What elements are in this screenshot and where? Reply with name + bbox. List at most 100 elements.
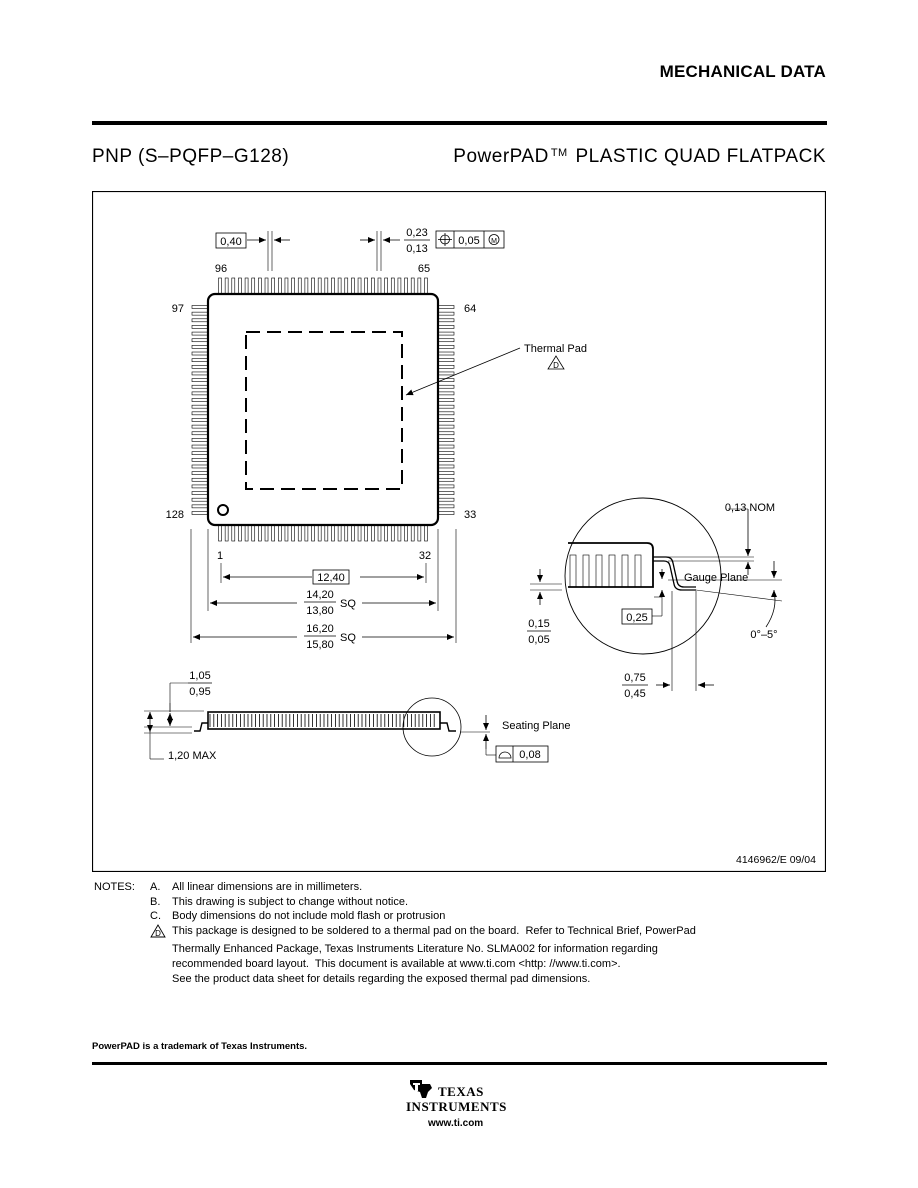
overall-sq: SQ: [340, 632, 356, 644]
lead: [317, 523, 322, 542]
lead: [344, 277, 349, 296]
lead-width-max: 0,23: [406, 227, 427, 239]
package-name-brand: PowerPAD: [453, 146, 549, 167]
lead: [191, 411, 210, 416]
lead: [404, 277, 408, 296]
lead: [304, 523, 309, 542]
pin-128: 128: [166, 509, 184, 521]
lead: [251, 277, 256, 296]
lead: [191, 497, 210, 502]
ti-map-icon: [410, 1080, 432, 1098]
lead: [191, 438, 210, 442]
detail-lead: [582, 554, 590, 588]
note-d-text-3: recommended board layout. This document …: [172, 957, 621, 970]
ti-url[interactable]: www.ti.com: [428, 1118, 484, 1129]
pitch-label: 0,40: [220, 236, 241, 248]
note-a-text: All linear dimensions are in millimeters…: [172, 881, 363, 893]
lead: [436, 358, 455, 362]
lead: [436, 438, 455, 442]
lead: [191, 358, 210, 362]
thermal-pad-label: Thermal Pad: [524, 343, 587, 355]
lead: [231, 523, 236, 542]
lead: [291, 523, 295, 542]
lead: [191, 391, 210, 396]
mechanical-drawing: 0,40 0,23 0,13 0,05 M 96 65 97 64 128 33…: [92, 191, 826, 872]
note-c-letter: C.: [150, 910, 161, 923]
section-header: MECHANICAL DATA: [659, 62, 826, 81]
lead: [311, 523, 315, 542]
pin-33: 33: [464, 509, 476, 521]
thermal-pad-outline: [245, 331, 403, 490]
pin-65: 65: [418, 263, 430, 275]
lead: [436, 444, 455, 449]
lead: [436, 464, 455, 469]
drawing-frame: [92, 191, 826, 872]
lead: [364, 277, 368, 296]
lead: [390, 523, 395, 542]
max-height: 1,20 MAX: [168, 750, 217, 762]
note-flag-icon: [547, 355, 565, 370]
note-d-text-1: This package is designed to be soldered …: [172, 924, 696, 937]
lead: [251, 523, 256, 542]
detail-lead: [595, 554, 603, 588]
coplanarity: 0,08: [519, 749, 540, 761]
lead: [264, 277, 269, 296]
lead: [436, 345, 455, 349]
lead: [331, 277, 335, 296]
trademark-notice: PowerPAD is a trademark of Texas Instrum…: [92, 1041, 308, 1052]
lead: [191, 511, 210, 515]
lead: [258, 277, 262, 296]
note-a-letter: A.: [150, 881, 161, 893]
lead: [258, 523, 262, 542]
lead: [331, 523, 335, 542]
lead: [417, 523, 422, 542]
lead: [191, 398, 210, 402]
foot-min: 0,45: [624, 688, 645, 700]
lead: [404, 523, 408, 542]
gauge-dim: 0,25: [626, 612, 647, 624]
lead: [191, 371, 210, 376]
lead: [436, 398, 455, 402]
lead: [436, 365, 455, 369]
lead: [191, 345, 210, 349]
standoff-min: 0,05: [528, 634, 549, 646]
lead: [297, 523, 302, 542]
lead: [384, 277, 388, 296]
package-code: PNP (S–PQFP–G128): [92, 146, 290, 167]
lead: [384, 523, 388, 542]
lead: [436, 497, 455, 502]
lead: [436, 424, 455, 429]
lead: [191, 365, 210, 369]
lead: [436, 351, 455, 356]
notes-label: NOTES:: [94, 881, 135, 893]
lead: [397, 277, 402, 296]
lead: [191, 305, 210, 309]
lead: [436, 338, 455, 343]
lead: [304, 277, 309, 296]
pin-96: 96: [215, 263, 227, 275]
lead: [191, 477, 210, 482]
lead: [324, 523, 329, 542]
note-flag-letter: D: [553, 361, 559, 370]
lead: [436, 384, 455, 389]
lead: [436, 511, 455, 515]
lead: [436, 431, 455, 436]
lead: [436, 504, 455, 509]
lead: [191, 311, 210, 316]
package-name-rest: PLASTIC QUAD FLATPACK: [575, 146, 826, 167]
lead: [337, 277, 342, 296]
pitch-box: [215, 232, 247, 249]
overall-min: 15,80: [306, 639, 334, 651]
note-d-flag: D: [150, 923, 172, 943]
lead: [410, 277, 415, 296]
pin-1: 1: [217, 550, 223, 562]
detail-lead: [621, 554, 629, 588]
lead: [417, 277, 422, 296]
lead: [191, 378, 210, 382]
body-sq: SQ: [340, 598, 356, 610]
bottom-rule: [92, 1062, 827, 1065]
lead: [271, 277, 275, 296]
lead: [390, 277, 395, 296]
lead: [397, 523, 402, 542]
